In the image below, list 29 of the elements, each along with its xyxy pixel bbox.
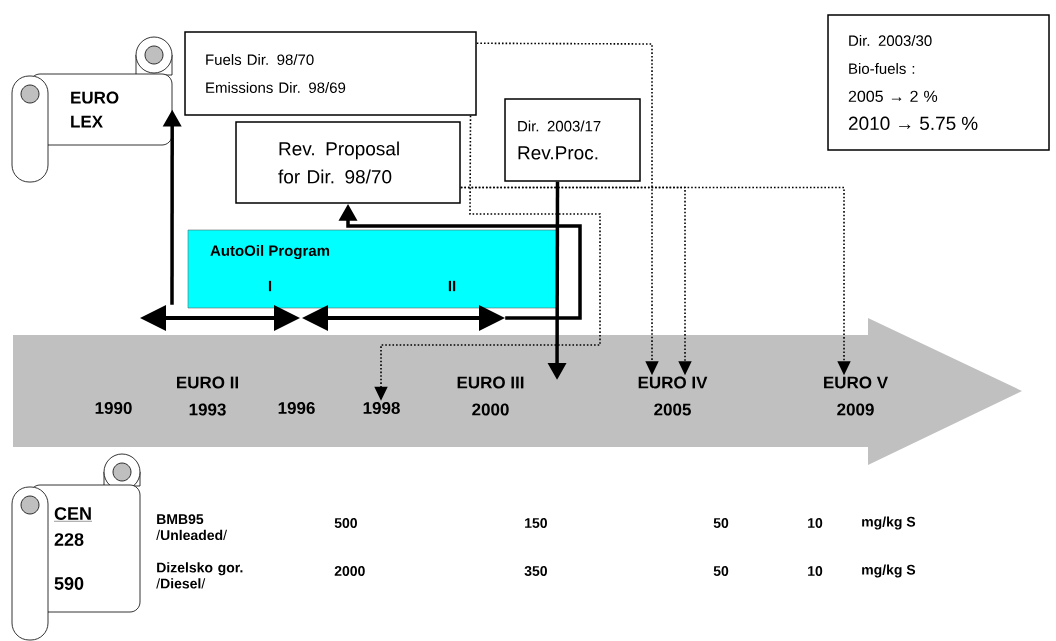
table-cell: 10	[808, 518, 823, 528]
table-cell: mg/kg S	[862, 564, 916, 578]
table-cell: 10	[808, 566, 823, 576]
span-marker	[140, 305, 300, 331]
table-cell: 500	[334, 518, 357, 528]
text-box: Rev. Proposal for Dir. 98/70	[235, 121, 461, 204]
timeline-arrow	[13, 318, 1022, 465]
program-band: AutoOil Program I II	[187, 229, 558, 309]
scroll: CEN 228 590	[11, 453, 141, 641]
span-marker	[302, 305, 505, 331]
table-cell: 150	[525, 518, 547, 528]
table-cell: Dizelsko gor. /Diesel/	[156, 562, 243, 589]
timeline-label: 1998	[363, 402, 400, 415]
timeline-label: EURO IV 2005	[638, 376, 708, 416]
table-cell: 2000	[334, 566, 365, 576]
table-cell: 350	[524, 566, 547, 576]
text-box: Fuels Dir. 98/70 Emissions Dir. 98/69	[184, 31, 477, 116]
table-cell: 50	[713, 518, 729, 528]
timeline-label: EURO V 2009	[824, 376, 888, 416]
table-cell: BMB95 /Unleaded/	[156, 514, 227, 541]
timeline-label: EURO II 1993	[177, 376, 238, 416]
text-box: Dir. 2003/17 Rev.Proc.	[504, 98, 641, 182]
table-cell: 50	[713, 566, 729, 576]
timeline-label: 1996	[278, 402, 315, 415]
scroll: EURO LEX	[11, 36, 173, 183]
text-box: Dir. 2003/30 Bio-fuels : 2005 → 2 % 2010 → 5.75 %	[827, 14, 1050, 151]
table-cell: mg/kg S	[862, 516, 916, 530]
timeline-label: 1990	[95, 402, 132, 415]
timeline-label: EURO III 2000	[457, 376, 524, 416]
